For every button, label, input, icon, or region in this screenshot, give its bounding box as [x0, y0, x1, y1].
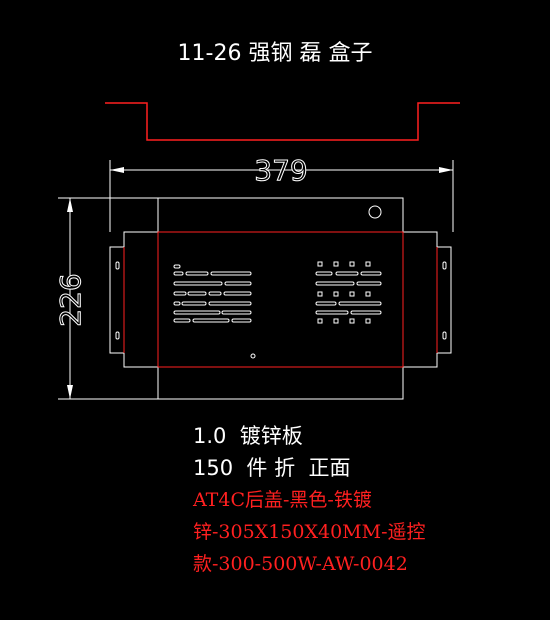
vent-slots-right: [315, 261, 382, 324]
width-dimension: 379: [109, 154, 454, 232]
quantity-note: 150 件 折 正面: [193, 456, 350, 480]
material-note: 1.0 镀锌板: [193, 424, 303, 448]
height-dimension: 226: [54, 197, 158, 400]
side-profile: [105, 102, 460, 141]
small-hole: [250, 353, 256, 359]
tab-slots: [115, 261, 447, 340]
round-hole: [368, 205, 382, 219]
part-name-line-3: 款-300-500W-AW-0042: [193, 553, 408, 575]
vent-slots-left: [173, 264, 252, 323]
height-dimension-value: 226: [54, 273, 87, 326]
part-name-line-2: 锌-305X150X40MM-遥控: [193, 521, 426, 543]
bend-lines: [123, 231, 438, 368]
width-dimension-value: 379: [254, 154, 307, 187]
drawing-title: 11-26 强钢 磊 盒子: [178, 41, 373, 66]
flat-pattern-outline: [109, 197, 452, 400]
part-name-line-1: AT4C后盖-黑色-铁镀: [192, 489, 372, 511]
